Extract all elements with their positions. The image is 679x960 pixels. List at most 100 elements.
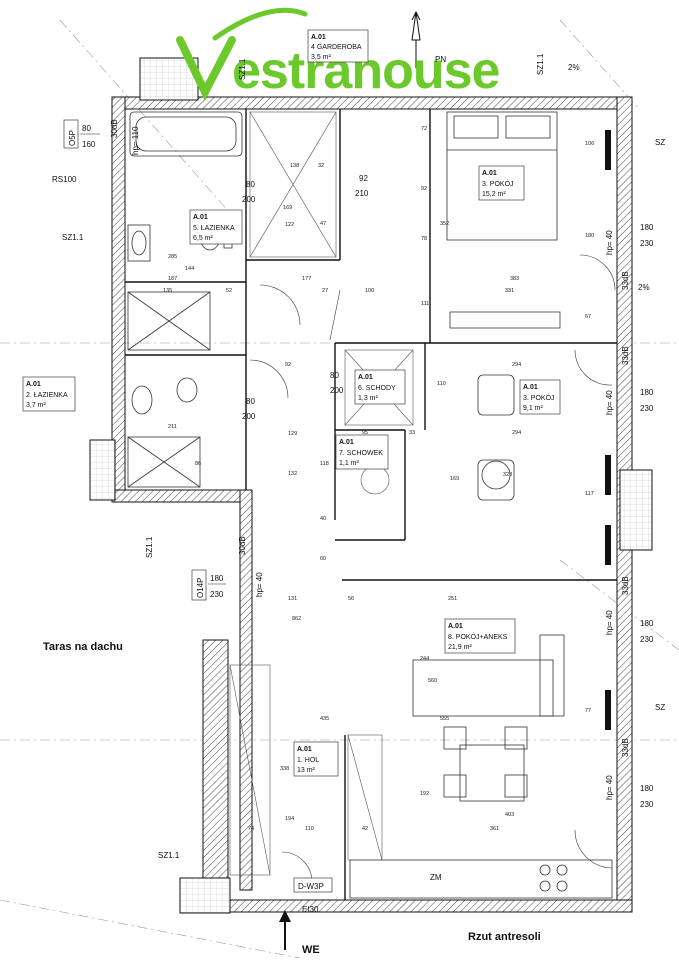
- svg-text:110: 110: [437, 381, 446, 387]
- svg-text:27: 27: [322, 288, 328, 294]
- svg-text:hp= 110: hp= 110: [131, 126, 140, 155]
- svg-text:230: 230: [210, 590, 224, 599]
- svg-text:A.01: A.01: [482, 170, 497, 177]
- svg-text:ZM: ZM: [430, 873, 442, 882]
- shower-2-icon: [127, 436, 201, 488]
- svg-text:hp= 40: hp= 40: [605, 390, 614, 415]
- svg-text:A.01: A.01: [339, 439, 354, 446]
- svg-text:30dB: 30dB: [110, 119, 119, 138]
- svg-text:30dB: 30dB: [238, 536, 247, 555]
- mezzanine-label: Rzut antresoli: [468, 931, 541, 943]
- svg-text:A.01: A.01: [358, 374, 373, 381]
- svg-text:244: 244: [420, 656, 429, 662]
- sink-icon: [127, 224, 151, 262]
- svg-text:338: 338: [280, 766, 289, 772]
- shelf-icon: [449, 311, 561, 329]
- svg-text:9,1 m²: 9,1 m²: [523, 405, 544, 412]
- svg-text:13 m²: 13 m²: [297, 767, 316, 774]
- svg-text:200: 200: [242, 412, 256, 421]
- room-label-8-pokoj-aneks: A.01 8. POKÓJ+ANEKS 21,9 m²: [444, 618, 516, 654]
- hall-wardrobe-icon: [229, 664, 383, 876]
- svg-text:A.01: A.01: [26, 381, 41, 388]
- dimension-labels: 138 32 169 47 122 177 383 100 331 27 52 …: [163, 126, 594, 832]
- svg-text:4 GARDEROBA: 4 GARDEROBA: [311, 44, 362, 51]
- svg-text:SZ1.1: SZ1.1: [62, 233, 84, 242]
- svg-text:15,2 m²: 15,2 m²: [482, 191, 506, 198]
- svg-text:6,5 m²: 6,5 m²: [193, 235, 214, 242]
- svg-text:3. POKÓJ: 3. POKÓJ: [523, 393, 555, 402]
- svg-text:160: 160: [82, 140, 96, 149]
- svg-text:SZ1.1: SZ1.1: [238, 58, 247, 80]
- svg-text:106: 106: [585, 141, 594, 147]
- bed-icon: [446, 111, 558, 241]
- svg-text:74: 74: [248, 826, 254, 832]
- svg-text:67: 67: [585, 314, 591, 320]
- svg-text:A.01: A.01: [297, 746, 312, 753]
- svg-text:3,5 m²: 3,5 m²: [311, 54, 332, 61]
- svg-text:211: 211: [168, 424, 177, 430]
- svg-text:200: 200: [242, 195, 256, 204]
- svg-text:A.01: A.01: [193, 214, 208, 221]
- door-dims: 80 200 80 200 80 200 92 210: [242, 174, 369, 421]
- svg-text:180: 180: [640, 388, 654, 397]
- svg-text:862: 862: [292, 616, 301, 622]
- svg-text:144: 144: [185, 266, 194, 272]
- svg-text:435: 435: [320, 716, 329, 722]
- svg-text:132: 132: [288, 471, 297, 477]
- svg-text:EI30: EI30: [302, 905, 319, 914]
- terrace-label: Taras na dachu: [43, 641, 123, 653]
- svg-text:80: 80: [330, 371, 339, 380]
- svg-text:PN: PN: [435, 55, 446, 64]
- svg-text:230: 230: [640, 239, 654, 248]
- north-arrow-icon: [411, 11, 421, 68]
- svg-text:33dB: 33dB: [621, 271, 630, 290]
- svg-text:hp= 40: hp= 40: [605, 230, 614, 255]
- svg-text:80: 80: [246, 397, 255, 406]
- window-tag-o5p: O5P 80 160: [63, 119, 100, 149]
- svg-text:180: 180: [640, 784, 654, 793]
- svg-text:78: 78: [421, 236, 427, 242]
- svg-text:80: 80: [82, 124, 91, 133]
- svg-text:118: 118: [320, 461, 329, 467]
- svg-text:92: 92: [421, 186, 427, 192]
- svg-text:294: 294: [512, 430, 521, 436]
- room-label-3-pokoj-large: A.01 3. POKÓJ 15,2 m²: [478, 165, 525, 201]
- svg-text:1,3 m²: 1,3 m²: [358, 395, 379, 402]
- svg-text:251: 251: [448, 596, 457, 602]
- svg-text:42: 42: [362, 826, 368, 832]
- svg-text:hp= 40: hp= 40: [255, 572, 264, 597]
- svg-text:331: 331: [505, 288, 514, 294]
- svg-text:180: 180: [640, 223, 654, 232]
- entrance-arrow-icon: [279, 910, 291, 950]
- svg-text:33dB: 33dB: [621, 576, 630, 595]
- svg-text:180: 180: [585, 233, 594, 239]
- svg-text:111: 111: [421, 301, 429, 307]
- svg-text:80: 80: [246, 180, 255, 189]
- svg-text:SZ1.1: SZ1.1: [536, 53, 545, 75]
- svg-text:2%: 2%: [568, 63, 580, 72]
- svg-text:52: 52: [226, 288, 232, 294]
- svg-text:192: 192: [420, 791, 429, 797]
- svg-text:122: 122: [285, 222, 294, 228]
- svg-text:D-W3P: D-W3P: [298, 882, 324, 891]
- svg-text:135: 135: [163, 288, 172, 294]
- interior-walls: [125, 109, 617, 900]
- vent-blocks: [89, 57, 653, 914]
- svg-text:361: 361: [490, 826, 499, 832]
- svg-text:RS100: RS100: [52, 175, 77, 184]
- svg-text:129: 129: [288, 431, 297, 437]
- wardrobe-icon: [249, 111, 337, 258]
- svg-text:A.01: A.01: [311, 34, 326, 41]
- svg-text:56: 56: [348, 596, 354, 602]
- svg-text:117: 117: [585, 491, 594, 497]
- svg-text:72: 72: [421, 126, 427, 132]
- kitchen-counter-icon: [349, 859, 613, 899]
- svg-text:7. SCHOWEK: 7. SCHOWEK: [339, 450, 383, 457]
- room-label-1-hol: A.01 1. HOL 13 m²: [293, 741, 339, 777]
- svg-text:328: 328: [503, 472, 512, 478]
- svg-text:3. POKÓJ: 3. POKÓJ: [482, 179, 514, 188]
- dining-table-icon: [443, 726, 528, 802]
- svg-text:169: 169: [283, 205, 292, 211]
- svg-text:92: 92: [285, 362, 291, 368]
